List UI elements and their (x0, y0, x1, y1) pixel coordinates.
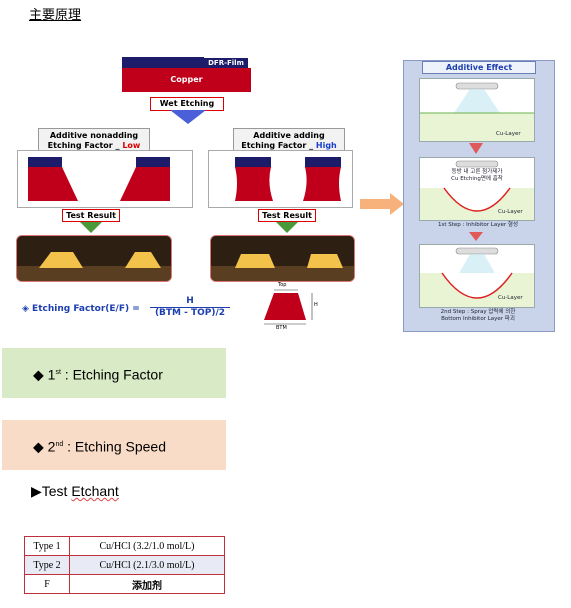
stage-1-image (420, 82, 534, 141)
etching-factor-formula: ◈ Etching Factor(E/F) = (22, 304, 140, 314)
right-head-level: High (315, 141, 337, 150)
wet-etching-label: Wet Etching (150, 97, 224, 111)
test-result-right: Test Result (258, 209, 316, 222)
dfr-band (122, 57, 204, 68)
left-head-line1: Additive nonadding (49, 131, 139, 140)
right-result-photo (210, 235, 355, 282)
copper-layer: Copper (122, 68, 251, 92)
cu-layer-label-1: Cu-Layer (496, 131, 521, 137)
table-cell: 添加剂 (69, 574, 225, 594)
dfr-film-label: DFR-Film (204, 58, 248, 68)
down-arrow-green-icon (276, 222, 298, 233)
right-head-line2: Etching Factor _ (241, 141, 316, 150)
s2-num: 2 (47, 438, 56, 455)
step2-text: 2nd Step : Spray 압력에 의한 Bottom Inhibitor… (410, 309, 546, 323)
effect-stage-3: Cu-Layer (419, 244, 535, 308)
right-etch-shapes (235, 157, 341, 201)
s2-sup: nd (55, 441, 64, 448)
etchant-word: Etchant (71, 483, 119, 499)
table-row: F 添加剂 (24, 574, 225, 594)
table-row: Type 2 Cu/HCl (2.1/3.0 mol/L) (24, 555, 225, 575)
left-photo-image (17, 236, 171, 281)
s1-num: 1 (47, 366, 56, 383)
left-box-header: Additive nonadding Etching Factor _ Low (38, 128, 150, 154)
down-arrow-icon (170, 110, 206, 124)
table-cell: Type 2 (24, 555, 70, 575)
test-result-left: Test Result (62, 209, 120, 222)
diamond-bullet-icon: ◆ (33, 438, 44, 455)
formula-fraction: H (BTM - TOP)/2 (150, 296, 230, 318)
cu-layer-label-2: Cu-Layer (498, 209, 523, 215)
step2-line1: 2nd Step : Spray 압력에 의한 (440, 309, 516, 315)
additive-effect-title: Additive Effect (422, 61, 536, 74)
cu-layer-label-3: Cu-Layer (498, 295, 523, 301)
inner-note: 등방 내 고른 첨가제가 Cu Etching면에 흡착 (442, 169, 512, 183)
effect-stage-1: Cu-Layer (419, 78, 535, 142)
stage-2-image (420, 160, 534, 220)
right-head-line1: Additive adding (253, 131, 325, 140)
formula-denominator: (BTM - TOP)/2 (150, 307, 230, 318)
test-etchant-heading: ▶Test Etchant (31, 483, 119, 500)
right-arrow-icon (360, 193, 404, 215)
inner-note-2: Cu Etching면에 흡착 (451, 176, 503, 182)
page-title: 主要原理 (29, 8, 82, 23)
step1-text: 1st Step : Inhibitor Layer 형성 (437, 222, 519, 228)
left-head-level: Low (122, 141, 141, 150)
left-etch-shapes (28, 157, 170, 201)
section-2-text: ◆ 2nd : Etching Speed (2, 420, 226, 472)
shape-btm-label: BTM (276, 325, 287, 331)
left-head-line2: Etching Factor _ (47, 141, 123, 150)
formula-numerator: H (186, 296, 194, 306)
trapezoid-shape (264, 289, 313, 325)
s2-text: : Etching Speed (63, 438, 167, 455)
etchant-table: Type 1 Cu/HCl (3.2/1.0 mol/L) Type 2 Cu/… (24, 536, 225, 594)
section-etching-speed: ◆ 2nd : Etching Speed (2, 420, 226, 470)
table-row: Type 1 Cu/HCl (3.2/1.0 mol/L) (24, 536, 225, 556)
s1-text: : Etching Factor (60, 366, 163, 383)
table-cell: F (24, 574, 70, 594)
table-cell: Cu/HCl (3.2/1.0 mol/L) (69, 536, 225, 556)
right-box-header: Additive adding Etching Factor _ High (233, 128, 345, 154)
effect-stage-2: 등방 내 고른 첨가제가 Cu Etching면에 흡착 Cu-Layer (419, 157, 535, 221)
step2-line2: Bottom Inhibitor Layer 파괴 (441, 316, 515, 322)
table-cell: Cu/HCl (2.1/3.0 mol/L) (69, 555, 225, 575)
s1-sup: st (55, 369, 61, 376)
diamond-bullet-icon: ◆ (33, 366, 44, 383)
etchant-prefix: ▶Test (31, 483, 72, 499)
table-cell: Type 1 (24, 536, 70, 556)
shape-top-label: Top (278, 282, 287, 288)
stage-3-image (420, 247, 534, 307)
inner-note-1: 등방 내 고른 첨가제가 (451, 169, 503, 175)
right-etch-panel (208, 150, 353, 208)
shape-h-label: H (314, 302, 318, 308)
down-arrow-red-icon (469, 232, 483, 241)
trapezoid-diagram: Top H BTM (258, 282, 328, 334)
down-arrow-green-icon (80, 222, 102, 233)
section-etching-factor: ◆ 1st : Etching Factor (2, 348, 226, 398)
right-photo-image (211, 236, 354, 281)
left-result-photo (16, 235, 172, 282)
down-arrow-red-icon (469, 143, 483, 154)
section-1-text: ◆ 1st : Etching Factor (2, 348, 226, 400)
left-etch-panel (17, 150, 193, 208)
